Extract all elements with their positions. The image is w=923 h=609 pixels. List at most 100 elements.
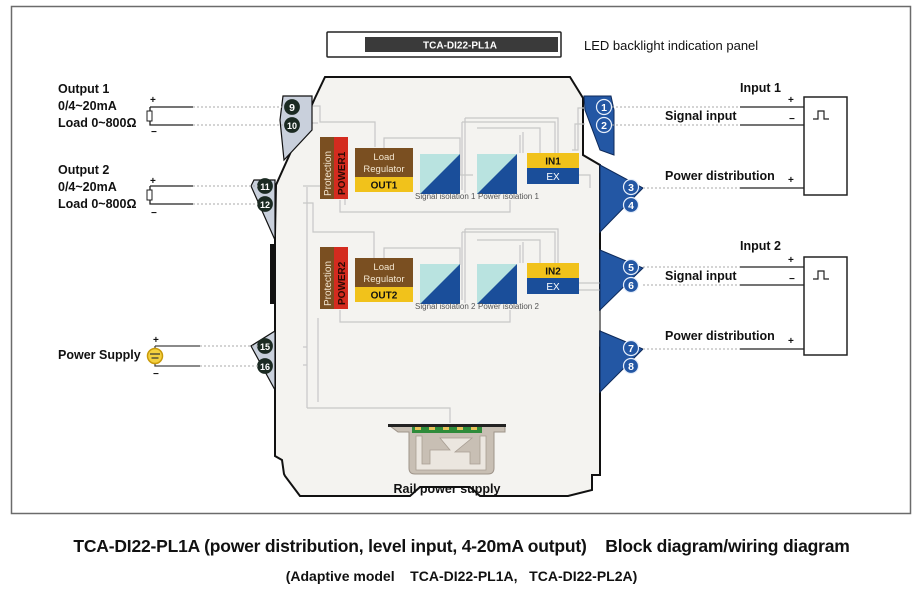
terminal-number: 15 bbox=[260, 342, 270, 352]
pulse-icon bbox=[813, 110, 829, 120]
input-1-power-plus: + bbox=[788, 175, 794, 186]
ex-block-2 bbox=[527, 278, 579, 294]
led-panel-caption: LED backlight indication panel bbox=[584, 38, 758, 53]
terminal-1: 1 bbox=[595, 98, 613, 116]
output-1-range: 0/4~20mA bbox=[58, 99, 117, 113]
output-2-plus: + bbox=[150, 176, 156, 187]
terminal-number: 8 bbox=[628, 361, 634, 373]
terminal-circle bbox=[595, 98, 613, 116]
load-resistor-icon bbox=[146, 189, 153, 201]
output-1-plus: + bbox=[150, 95, 156, 106]
terminal-circle bbox=[595, 116, 613, 134]
output-1-minus: − bbox=[151, 127, 157, 138]
out-block-1 bbox=[355, 177, 413, 192]
input-2-wiring: Input 2 Signal input Power distribution … bbox=[643, 239, 848, 356]
terminal-11: 11 bbox=[257, 178, 273, 194]
terminal-number: 10 bbox=[287, 121, 297, 131]
terminal-number: 11 bbox=[260, 182, 270, 192]
out-block-2 bbox=[355, 287, 413, 302]
in-label-2: IN2 bbox=[545, 267, 561, 278]
protection-block-2 bbox=[320, 247, 334, 309]
terminal-number: 12 bbox=[260, 200, 270, 210]
terminal-block-3-4 bbox=[599, 164, 644, 234]
load-regulator-block-1 bbox=[355, 148, 413, 177]
protection-label-1: Protection bbox=[323, 151, 334, 196]
caption-subtitle-text: (Adaptive model TCA-DI22-PL1A, TCA-DI22-… bbox=[285, 568, 638, 584]
terminal-number: 16 bbox=[260, 362, 270, 372]
output-2-load: Load 0~800Ω bbox=[58, 197, 136, 211]
input-2-title: Input 2 bbox=[740, 239, 781, 253]
input-2-plus: + bbox=[788, 255, 794, 266]
terminal-circle bbox=[622, 258, 640, 276]
terminal-circle bbox=[284, 117, 300, 133]
power-isolation-1-icon bbox=[477, 154, 517, 194]
terminal-7: 7 bbox=[622, 339, 640, 357]
out-label-1: OUT1 bbox=[371, 181, 398, 192]
power-label-1: POWER1 bbox=[337, 151, 348, 195]
input-2-power-label: Power distribution bbox=[665, 329, 775, 343]
ex-block-1 bbox=[527, 168, 579, 184]
output-1-load: Load 0~800Ω bbox=[58, 116, 136, 130]
protection-label-2: Protection bbox=[323, 261, 334, 306]
terminal-circle bbox=[622, 196, 640, 214]
in-block-2 bbox=[527, 263, 579, 278]
terminal-12: 12 bbox=[257, 196, 273, 212]
power-isolation-2-label: Power isolation 2 bbox=[478, 302, 539, 311]
in-label-1: IN1 bbox=[545, 157, 561, 168]
terminal-16: 16 bbox=[257, 358, 273, 374]
output-1-title: Output 1 bbox=[58, 82, 109, 96]
pulse-icon bbox=[813, 270, 829, 280]
input-2-power-plus: + bbox=[788, 336, 794, 347]
terminal-number: 7 bbox=[628, 343, 634, 355]
channel-1-blocks: Protection POWER1 Load Regulator OUT1 Si… bbox=[320, 137, 579, 201]
signal-isolation-1-label: Signal isolation 1 bbox=[415, 192, 476, 201]
ex-label-2: EX bbox=[546, 282, 560, 293]
terminal-number: 9 bbox=[289, 102, 295, 114]
input-1-power-label: Power distribution bbox=[665, 169, 775, 183]
terminal-10: 10 bbox=[284, 117, 300, 133]
load-resistor-icon bbox=[146, 110, 153, 122]
input-2-minus: − bbox=[789, 274, 795, 285]
output-1-wiring: Output 1 0/4~20mA Load 0~800Ω + − bbox=[58, 82, 285, 138]
terminal-8: 8 bbox=[622, 357, 640, 375]
din-rail: Rail power supply bbox=[388, 424, 506, 496]
rail-power-label: Rail power supply bbox=[394, 482, 501, 496]
output-2-wiring: Output 2 0/4~20mA Load 0~800Ω + − bbox=[58, 163, 258, 219]
dc-source-icon bbox=[146, 347, 164, 365]
terminal-number: 3 bbox=[628, 182, 634, 194]
caption-title-right: Block diagram/wiring diagram bbox=[605, 536, 850, 556]
output-2-minus: − bbox=[151, 208, 157, 219]
terminal-number: 1 bbox=[601, 102, 607, 114]
housing-clip bbox=[270, 244, 276, 304]
power-isolation-2-icon bbox=[477, 264, 517, 304]
in-block-1 bbox=[527, 153, 579, 168]
terminal-number: 4 bbox=[628, 200, 634, 212]
power-supply-label: Power Supply bbox=[58, 348, 141, 362]
led-panel: TCA-DI22-PL1A LED backlight indication p… bbox=[326, 31, 758, 58]
terminal-circle bbox=[622, 178, 640, 196]
terminal-2: 2 bbox=[595, 116, 613, 134]
terminal-3: 3 bbox=[622, 178, 640, 196]
terminal-9: 9 bbox=[284, 99, 300, 115]
signal-isolation-2-label: Signal isolation 2 bbox=[415, 302, 476, 311]
terminal-4: 4 bbox=[622, 196, 640, 214]
power-supply-minus: − bbox=[153, 369, 159, 380]
input-1-wiring: Input 1 Signal input Power distribution … bbox=[612, 81, 848, 196]
terminal-6: 6 bbox=[622, 276, 640, 294]
terminal-circle bbox=[284, 99, 300, 115]
regulator-line1-2: Load bbox=[373, 262, 394, 273]
channel-2-blocks: Protection POWER2 Load Regulator OUT2 Si… bbox=[320, 247, 579, 311]
led-panel-model: TCA-DI22-PL1A bbox=[423, 41, 497, 52]
caption-title-left: TCA-DI22-PL1A (power distribution, level… bbox=[73, 536, 587, 556]
regulator-line2-1: Regulator bbox=[363, 164, 404, 175]
power-supply-wiring: Power Supply + − bbox=[58, 335, 260, 380]
terminal-5: 5 bbox=[622, 258, 640, 276]
signal-isolation-2-icon bbox=[420, 264, 460, 304]
output-2-title: Output 2 bbox=[58, 163, 109, 177]
input-1-minus: − bbox=[789, 114, 795, 125]
diagram-caption-title: TCA-DI22-PL1A (power distribution, level… bbox=[0, 536, 923, 557]
input-2-signal-label: Signal input bbox=[665, 269, 737, 283]
internal-traces bbox=[303, 105, 610, 423]
power-block-2 bbox=[334, 247, 348, 309]
